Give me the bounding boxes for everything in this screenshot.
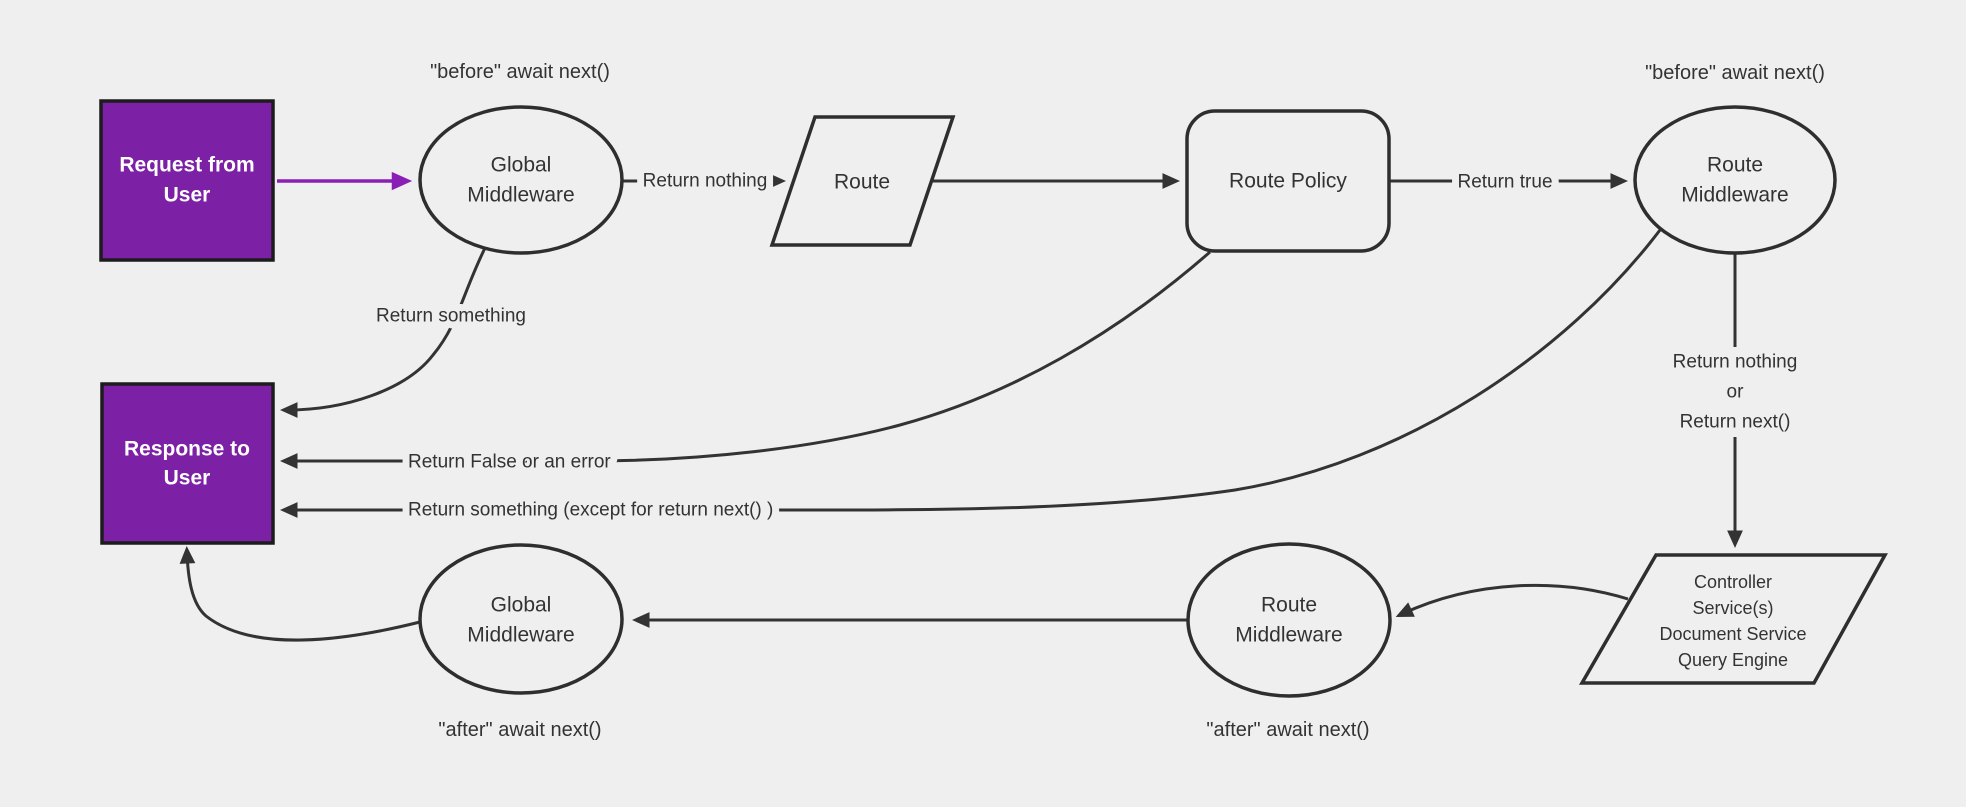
return-nothing-or-label-background — [1663, 347, 1807, 437]
global-middleware-top-label-line2: Middleware — [467, 184, 574, 207]
edge-label-return-nothing: Return nothing — [643, 171, 768, 192]
global-middleware-bottom-label-line2: Middleware — [467, 624, 574, 647]
global-middleware-bottom-label-line1: Global — [491, 594, 552, 617]
route-middleware-top-node — [1633, 105, 1837, 255]
annotation-before-await-next-right: "before" await next() — [1645, 62, 1825, 84]
controller-label-line1: Controller — [1694, 572, 1772, 592]
edge-label-return-something: Return something — [376, 306, 526, 327]
edge-global-middleware-return-something — [280, 247, 487, 418]
request-from-user-label-line2: User — [164, 184, 211, 207]
response-to-user-label-line1: Response to — [124, 438, 250, 461]
request-from-user-node — [99, 99, 275, 262]
edge-controller-to-route-middleware-after — [1395, 583, 1629, 617]
route-middleware-top-label-line1: Route — [1707, 154, 1763, 177]
global-middleware-bottom-node — [418, 543, 624, 695]
edge-label-return-false-or-error: Return False or an error — [408, 452, 611, 473]
edge-route-middleware-return-something-except — [280, 229, 1662, 518]
edge-label-return-something-except: Return something (except for return next… — [408, 500, 773, 521]
response-to-user-node — [100, 382, 275, 545]
controller-label-line3: Document Service — [1659, 624, 1806, 644]
controller-label-line4: Query Engine — [1678, 650, 1788, 670]
annotation-after-await-next-right: "after" await next() — [1206, 719, 1369, 741]
edge-label-return-nothing-or-line3: Return next() — [1680, 412, 1791, 433]
edge-global-middleware-after-to-response — [179, 546, 421, 642]
request-from-user-label-line1: Request from — [119, 154, 254, 177]
edge-label-return-nothing-or-line2: or — [1727, 382, 1745, 403]
route-middleware-bottom-label-line2: Middleware — [1235, 624, 1342, 647]
controller-label-line2: Service(s) — [1692, 598, 1773, 618]
route-label: Route — [834, 171, 890, 194]
controller-services-node — [1578, 553, 1888, 685]
edge-route-policy-return-false — [280, 250, 1211, 469]
global-middleware-top-label-line1: Global — [491, 154, 552, 177]
route-middleware-bottom-label-line1: Route — [1261, 594, 1317, 617]
route-policy-label: Route Policy — [1229, 170, 1347, 193]
response-to-user-label-line2: User — [164, 467, 211, 490]
edge-label-return-nothing-or-line1: Return nothing — [1673, 352, 1798, 373]
route-middleware-bottom-node — [1186, 542, 1392, 698]
annotation-after-await-next-left: "after" await next() — [438, 719, 601, 741]
annotation-before-await-next-left: "before" await next() — [430, 61, 610, 83]
global-middleware-top-node — [418, 105, 624, 255]
route-policy-node — [1185, 109, 1391, 253]
edge-label-return-true: Return true — [1457, 172, 1552, 193]
route-middleware-top-label-line2: Middleware — [1681, 184, 1788, 207]
route-node — [769, 115, 956, 247]
